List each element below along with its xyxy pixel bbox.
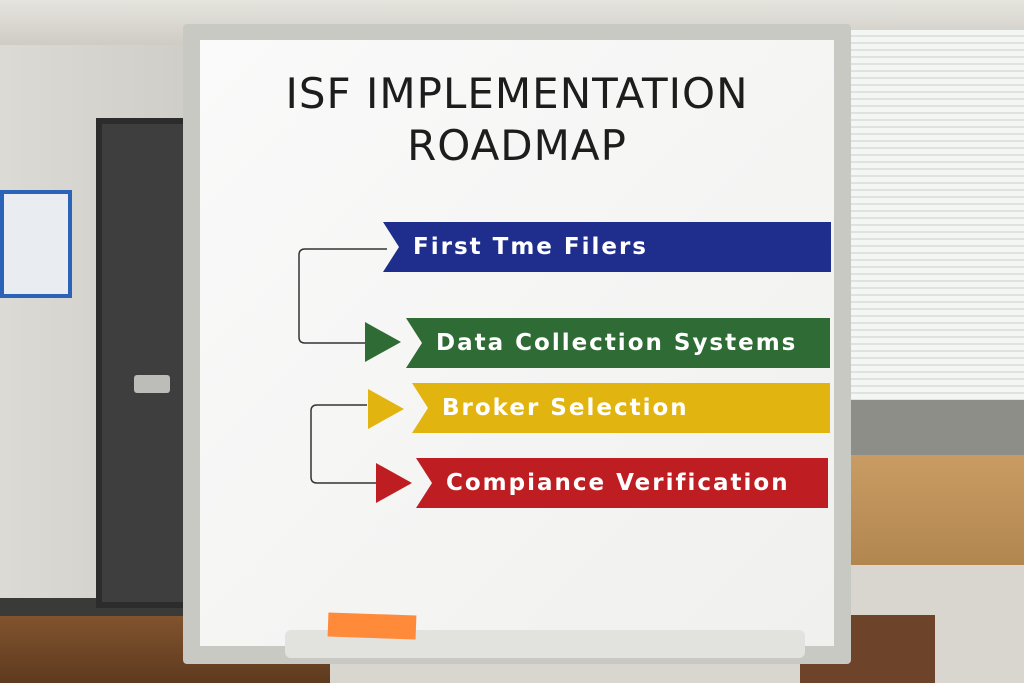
wall-panel bbox=[846, 400, 1024, 460]
board-title: ISF IMPLEMENTATION ROADMAP bbox=[200, 68, 834, 172]
title-line-1: ISF IMPLEMENTATION bbox=[285, 69, 749, 118]
arrow-icon bbox=[365, 322, 401, 362]
arrow-icon bbox=[368, 389, 404, 429]
step-label: Data Collection Systems bbox=[436, 330, 798, 356]
arrow-icon bbox=[376, 463, 412, 503]
step-label: Compiance Verification bbox=[446, 470, 790, 496]
roadmap-step-4: Compiance Verification bbox=[416, 458, 828, 508]
window-sill bbox=[846, 455, 1024, 565]
roadmap-step-3: Broker Selection bbox=[412, 383, 830, 433]
door bbox=[96, 118, 196, 608]
wall-poster bbox=[0, 190, 72, 298]
door-handle bbox=[134, 375, 170, 393]
step-label: Broker Selection bbox=[442, 395, 689, 421]
connector-lines bbox=[298, 248, 387, 484]
roadmap-step-1: First Tme Filers bbox=[383, 222, 831, 272]
step-label: First Tme Filers bbox=[413, 234, 649, 260]
roadmap-step-2: Data Collection Systems bbox=[406, 318, 830, 368]
window-blinds bbox=[848, 30, 1024, 410]
sticky-note bbox=[327, 612, 417, 640]
title-line-2: ROADMAP bbox=[407, 121, 627, 170]
